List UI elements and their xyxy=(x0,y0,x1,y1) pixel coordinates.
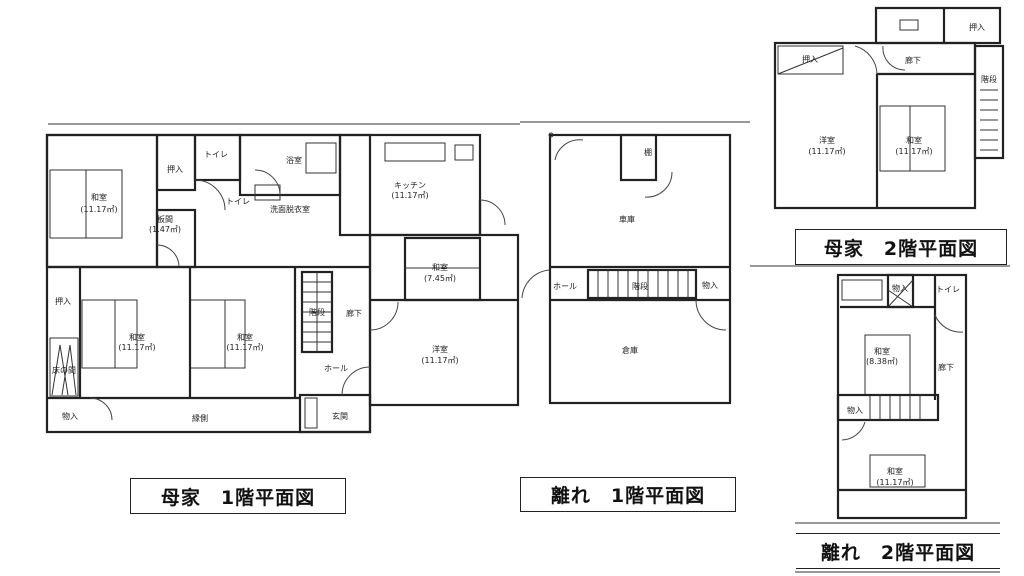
room-label: 床の間 xyxy=(52,365,76,375)
room-area: (11.17㎡) xyxy=(80,205,117,214)
room-label: 押入 xyxy=(802,54,818,64)
room-label: 和室 xyxy=(432,262,448,272)
room-label: 倉庫 xyxy=(622,345,638,355)
room-area: (11.17㎡) xyxy=(391,191,428,200)
room-label: 階段 xyxy=(632,281,648,291)
annex-1f-caption: 離れ 1階平面図 xyxy=(520,477,736,512)
room-label: 押入 xyxy=(167,164,183,174)
annex-1f-plan xyxy=(520,121,750,405)
main-1f-plan xyxy=(45,123,520,434)
room-area: (11.17㎡) xyxy=(895,147,932,156)
room-label: 浴室 xyxy=(286,155,302,165)
room-label: 階段 xyxy=(309,307,325,317)
main-2f-plan xyxy=(750,6,1010,267)
room-label: 物入 xyxy=(892,283,908,293)
room-label: 棚 xyxy=(644,147,652,157)
room-area: (11.17㎡) xyxy=(226,343,263,352)
room-label: 玄関 xyxy=(332,411,348,421)
room-label: ホール xyxy=(324,364,348,373)
room-label: 洋室 xyxy=(432,344,448,354)
room-label: 廊下 xyxy=(346,308,362,318)
room-area: (7.45㎡) xyxy=(424,274,456,283)
room-area: (1.47㎡) xyxy=(149,225,181,234)
room-label: トイレ xyxy=(204,150,228,159)
room-area: (8.38㎡) xyxy=(866,357,898,366)
room-label: 洗面脱衣室 xyxy=(270,204,310,214)
room-area: (11.17㎡) xyxy=(118,343,155,352)
room-area: (11.17㎡) xyxy=(808,147,845,156)
annex-2f-plan xyxy=(795,273,1000,573)
room-label: 廊下 xyxy=(905,55,921,65)
room-area: (11.17㎡) xyxy=(876,478,913,487)
room-label: 和室 xyxy=(91,192,107,202)
room-label: 廊下 xyxy=(938,362,954,372)
room-label: 縁側 xyxy=(192,413,208,423)
room-label: 物入 xyxy=(847,405,863,415)
room-label: ホール xyxy=(553,282,577,291)
room-label: 押入 xyxy=(969,22,985,32)
room-area: (11.17㎡) xyxy=(421,356,458,365)
room-label: 物入 xyxy=(702,280,718,290)
room-label: 板間 xyxy=(157,214,173,224)
room-label: 押入 xyxy=(55,296,71,306)
main-1f-caption: 母家 1階平面図 xyxy=(130,478,346,514)
annex-2f-caption: 離れ 2階平面図 xyxy=(796,533,1000,569)
room-label: 洋室 xyxy=(819,135,835,145)
room-label: キッチン xyxy=(394,181,426,190)
room-label: 階段 xyxy=(981,74,997,84)
room-label: 和室 xyxy=(237,332,253,342)
room-label: 車庫 xyxy=(619,214,635,224)
room-label: 物入 xyxy=(62,411,78,421)
main-2f-caption: 母家 2階平面図 xyxy=(795,229,1007,265)
room-label: 和室 xyxy=(874,346,890,356)
room-label: 和室 xyxy=(129,332,145,342)
room-labels: 和室 (11.17㎡) 押入 トイレ トイレ 浴室 洗面脱衣室 板間 (1.47… xyxy=(52,22,997,487)
room-label: 和室 xyxy=(887,466,903,476)
room-label: トイレ xyxy=(936,285,960,294)
room-label: トイレ xyxy=(226,197,250,206)
room-label: 和室 xyxy=(906,135,922,145)
